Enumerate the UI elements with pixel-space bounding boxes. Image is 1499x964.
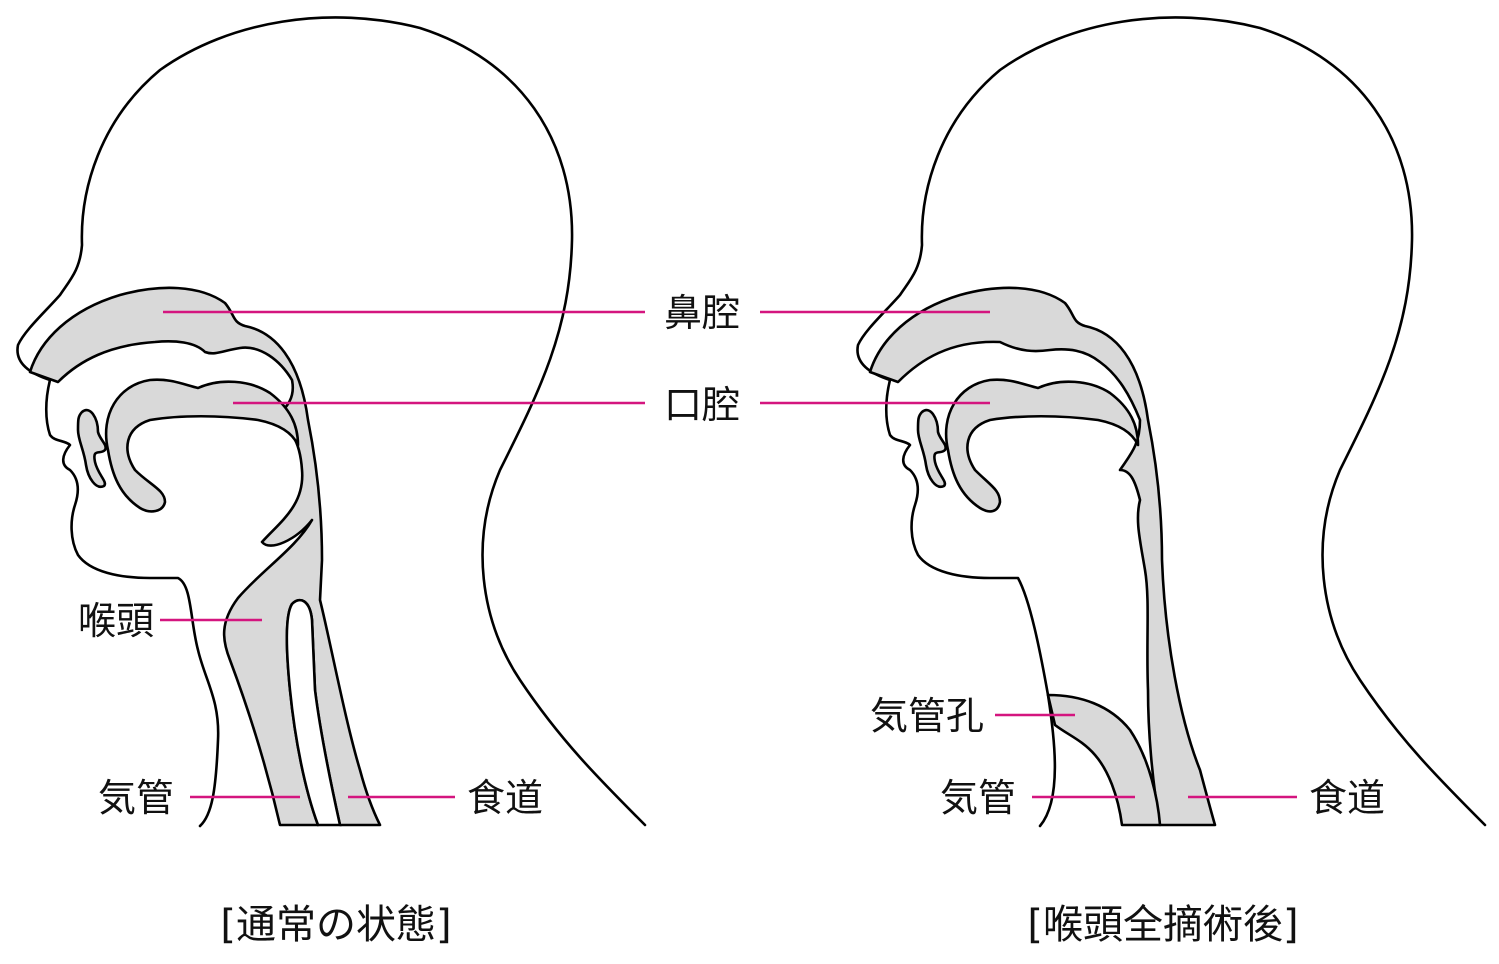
labels: 鼻腔 口腔 喉頭 気管 食道 気管孔 気管 食道 [通常の状態] [喉頭全摘術後… (78, 291, 1385, 948)
label-oral-cavity: 口腔 (664, 383, 740, 427)
label-trachea-right: 気管 (940, 776, 1016, 820)
label-esophagus-right: 食道 (1309, 776, 1385, 820)
label-trachea-left: 気管 (98, 776, 174, 820)
caption-after-surgery: [喉頭全摘術後] (1027, 902, 1298, 948)
label-stoma: 気管孔 (870, 694, 984, 738)
trachea-lumen-normal (285, 598, 342, 827)
oral-cavity-shape-after (944, 378, 1140, 513)
nasal-cavity-shape-after (868, 286, 1217, 827)
trachea-shape-after (1046, 693, 1162, 827)
nasal-cavity-shape-normal (28, 286, 382, 827)
label-larynx: 喉頭 (78, 599, 154, 643)
caption-normal: [通常の状態] (220, 902, 451, 948)
label-nasal-cavity: 鼻腔 (664, 291, 740, 335)
lip-shape-normal (76, 408, 107, 489)
label-esophagus-left: 食道 (467, 776, 543, 820)
head-after (856, 16, 1487, 828)
head-normal (16, 16, 647, 828)
leader-lines (160, 310, 1297, 799)
oral-cavity-shape-normal (104, 378, 300, 513)
head-outline-after (856, 16, 1487, 828)
lip-shape-after (916, 408, 947, 489)
